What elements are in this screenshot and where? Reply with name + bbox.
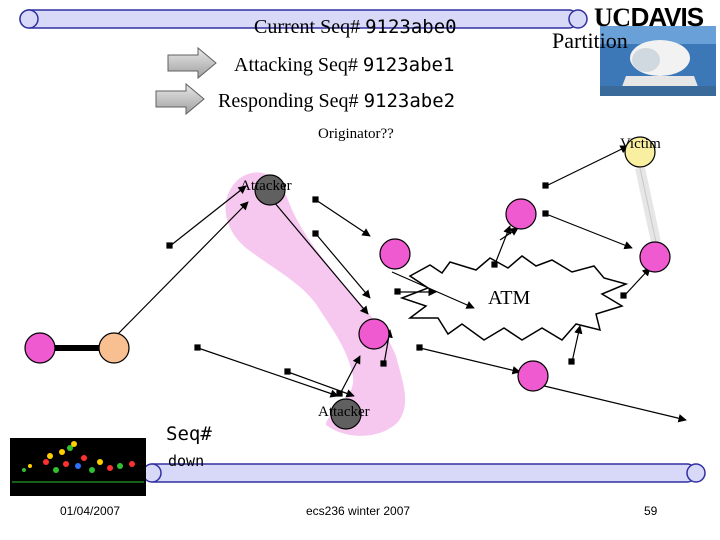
atm-label: ATM — [488, 287, 531, 309]
attacking-seq-label: Attacking Seq# — [234, 54, 358, 76]
atm-cloud-icon — [399, 255, 629, 341]
current-seq-line: Current Seq# 9123abe0 — [254, 16, 457, 39]
originator-label: Originator?? — [318, 126, 394, 142]
ucdavis-logo: UCDAVIS — [594, 2, 705, 33]
responding-seq-value: 9123abe2 — [363, 90, 456, 112]
attacker-path-highlight — [225, 172, 406, 436]
attacker-bottom-node — [330, 398, 362, 430]
victim-label: Victim — [620, 136, 661, 152]
node-left — [24, 332, 56, 364]
node-upper-right — [505, 198, 537, 230]
responding-arrow-icon — [155, 82, 205, 116]
logo-uc-text: UC — [594, 3, 631, 32]
current-seq-value: 9123abe0 — [365, 16, 457, 38]
responding-seq-label: Responding Seq# — [218, 90, 359, 112]
node-right — [639, 241, 671, 273]
responding-seq-line: Responding Seq# 9123abe2 — [218, 90, 455, 113]
node-peach — [98, 332, 130, 364]
node-lower-center — [358, 318, 390, 350]
down-label: down — [168, 452, 205, 470]
current-seq-label: Current Seq# — [254, 16, 361, 38]
footer-course: ecs236 winter 2007 — [306, 504, 411, 518]
nodes — [24, 136, 671, 430]
seq-down-thumbnail — [10, 438, 146, 496]
top-bar — [19, 9, 588, 29]
attacker-top-node — [254, 174, 286, 206]
bottom-bar — [142, 463, 706, 483]
node-center — [379, 238, 411, 270]
attacking-seq-value: 9123abe1 — [362, 54, 455, 76]
logo-davis-text: DAVIS — [630, 2, 705, 32]
attacker-top-label: Attacker — [240, 178, 292, 194]
victim-node — [624, 136, 656, 168]
footer-page-number: 59 — [644, 504, 658, 518]
seq-label: Seq# — [166, 423, 212, 445]
node-lower-right — [517, 360, 549, 392]
attacking-seq-line: Attacking Seq# 9123abe1 — [234, 54, 454, 77]
attacker-bottom-label: Attacker — [318, 404, 370, 420]
arrows — [113, 145, 687, 423]
footer-date: 01/04/2007 — [60, 504, 121, 518]
campus-photo — [600, 26, 716, 96]
attacking-arrow-icon — [167, 46, 217, 80]
partition-label: Partition — [552, 28, 628, 53]
